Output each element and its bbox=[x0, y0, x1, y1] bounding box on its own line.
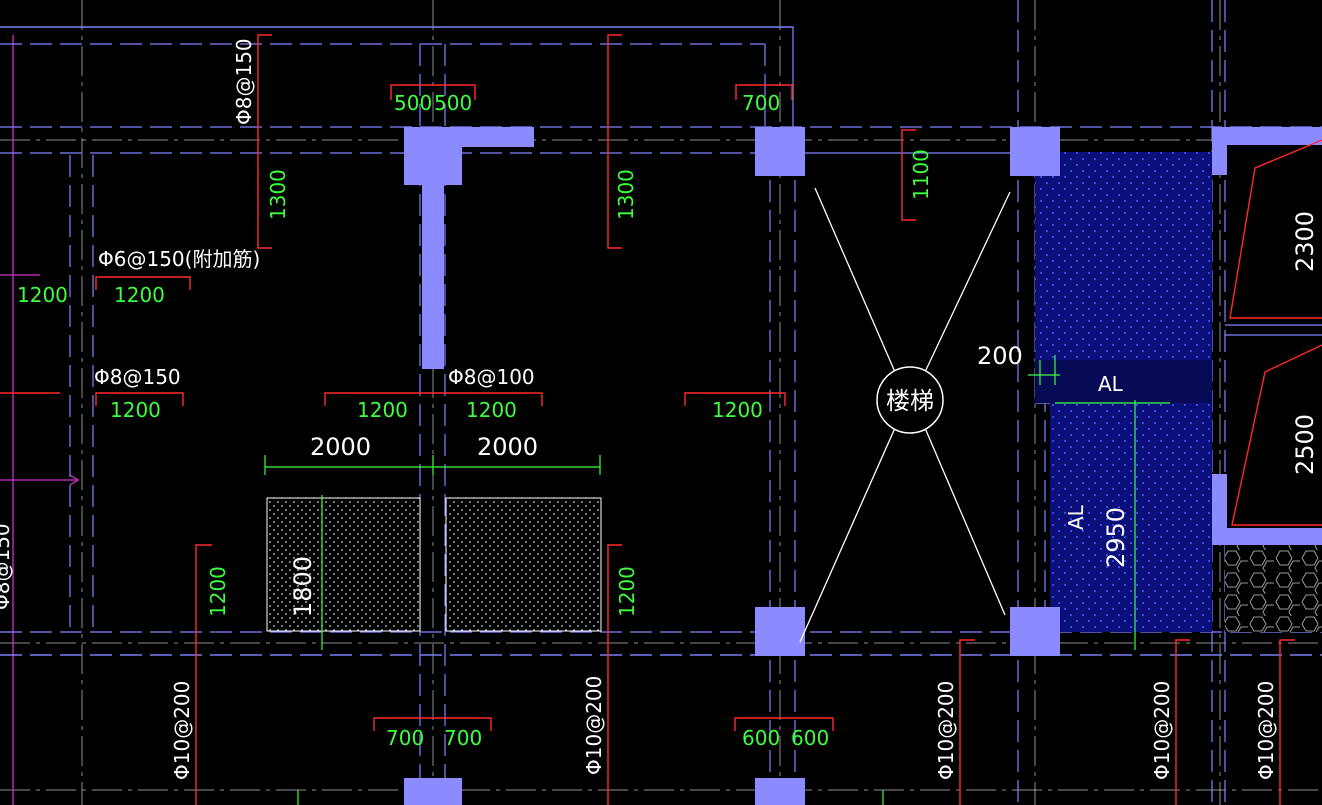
rebar-label: Φ10@200 bbox=[1150, 681, 1174, 780]
rebar-label: Φ8@100 bbox=[448, 365, 535, 389]
dim-text: 2950 bbox=[1102, 507, 1130, 568]
rebar-label: Φ10@200 bbox=[1254, 681, 1278, 780]
stair-symbol: 楼梯 bbox=[799, 187, 1011, 643]
column bbox=[1010, 127, 1060, 176]
dim-text: 2000 bbox=[477, 433, 538, 461]
dim-text: 700 bbox=[444, 726, 482, 750]
rebar-label: Φ8@150 bbox=[0, 523, 14, 610]
column bbox=[1212, 474, 1227, 542]
dim-text: 500 bbox=[394, 91, 432, 115]
al-labels: AL AL bbox=[1064, 372, 1124, 530]
column bbox=[404, 778, 462, 805]
dim-text: 1200 bbox=[615, 566, 639, 617]
column bbox=[755, 778, 805, 805]
dim-text: 600 bbox=[791, 726, 829, 750]
column bbox=[404, 127, 462, 185]
dimension-texts: 500 500 700 1300 1300 1100 1200 1200 120… bbox=[17, 91, 1319, 750]
dim-text: 1200 bbox=[712, 398, 763, 422]
dim-text: 1300 bbox=[266, 169, 290, 220]
slab-blue-strip bbox=[1035, 360, 1212, 403]
rebar-label: Φ10@200 bbox=[582, 676, 606, 775]
column bbox=[422, 185, 444, 369]
slab-blue-lower bbox=[1050, 403, 1212, 632]
dim-text: 2500 bbox=[1291, 414, 1319, 475]
dimension-lines bbox=[264, 355, 1170, 805]
rebar-label: Φ6@150(附加筋) bbox=[98, 247, 260, 271]
dim-text: 1200 bbox=[114, 283, 165, 307]
rebar-callouts: Φ8@150 Φ6@150(附加筋) Φ8@150 Φ8@100 Φ10@200… bbox=[0, 38, 1278, 780]
axis-marker-left bbox=[0, 35, 80, 805]
dim-text: 500 bbox=[434, 91, 472, 115]
dim-text: 1200 bbox=[17, 283, 68, 307]
rebar-label: Φ8@150 bbox=[94, 365, 181, 389]
column bbox=[755, 607, 805, 656]
dim-text: 1300 bbox=[614, 169, 638, 220]
column bbox=[1212, 127, 1322, 145]
column bbox=[1212, 528, 1322, 545]
rebar-leaders bbox=[0, 34, 1322, 805]
slab-blue-upper bbox=[1035, 152, 1212, 360]
dim-text: 2300 bbox=[1291, 211, 1319, 272]
slab-areas bbox=[266, 152, 1322, 632]
slab-dotted-left bbox=[266, 497, 421, 632]
dim-text: 600 bbox=[742, 726, 780, 750]
column bbox=[1010, 607, 1060, 656]
dim-text: 1800 bbox=[289, 556, 317, 617]
rebar-label: Φ10@200 bbox=[170, 681, 194, 780]
column bbox=[1212, 127, 1227, 175]
slab-dotted-right bbox=[445, 497, 602, 632]
column bbox=[755, 127, 805, 176]
dim-text: 700 bbox=[742, 91, 780, 115]
column bbox=[462, 127, 534, 147]
slab-hex-hatch bbox=[1225, 545, 1322, 632]
dim-text: 1200 bbox=[357, 398, 408, 422]
dim-text: 200 bbox=[977, 342, 1023, 370]
stair-label: 楼梯 bbox=[886, 387, 934, 415]
rebar-label: Φ10@200 bbox=[934, 681, 958, 780]
dim-text: 2000 bbox=[310, 433, 371, 461]
dim-text: 1200 bbox=[110, 398, 161, 422]
dim-text: 1100 bbox=[909, 149, 933, 200]
rebar-label: Φ8@150 bbox=[232, 38, 256, 125]
al-label: AL bbox=[1064, 504, 1088, 530]
dim-text: 1200 bbox=[206, 566, 230, 617]
dim-text: 1200 bbox=[466, 398, 517, 422]
al-label: AL bbox=[1098, 372, 1124, 396]
columns bbox=[404, 127, 1322, 805]
dim-text: 700 bbox=[386, 726, 424, 750]
